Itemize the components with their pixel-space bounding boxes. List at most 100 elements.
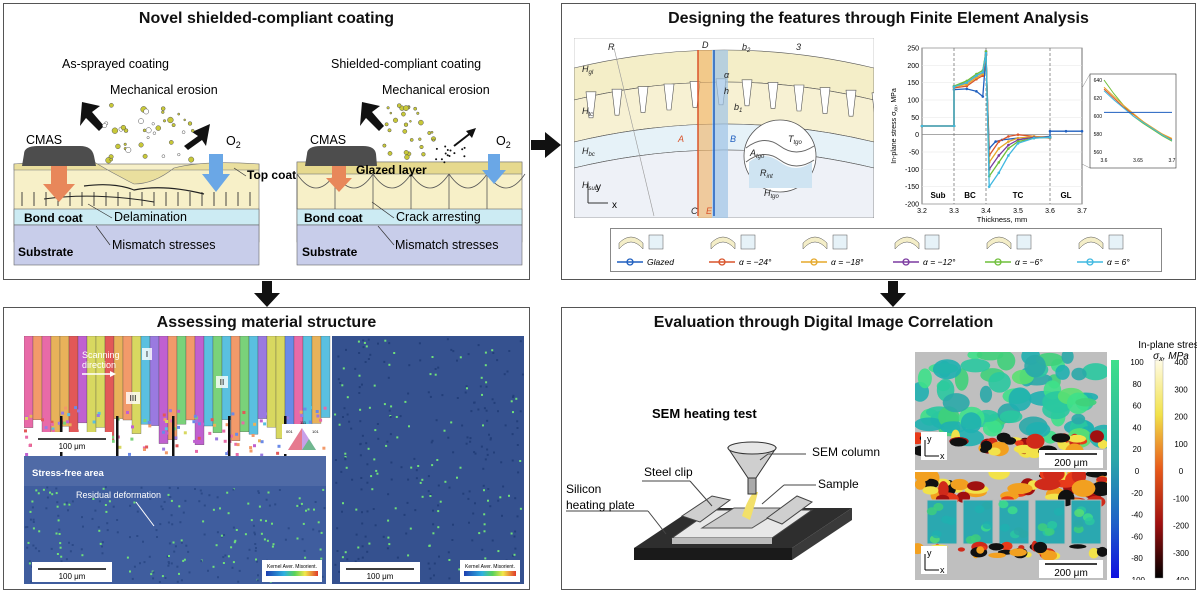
hot-cbar-tick: 400 bbox=[1174, 358, 1188, 367]
x-tick-label: 3.4 bbox=[981, 208, 991, 215]
svg-text:x: x bbox=[940, 451, 945, 461]
substrate-label-right: Substrate bbox=[302, 245, 358, 259]
svg-text:3: 3 bbox=[796, 42, 801, 52]
legend-geometry-icon bbox=[618, 236, 644, 250]
legend-label: α = −24° bbox=[739, 257, 772, 267]
inset-y-tick: 600 bbox=[1094, 114, 1103, 120]
data-point bbox=[920, 124, 924, 128]
legend-layer-icon bbox=[648, 234, 664, 250]
y-tick-label: -150 bbox=[905, 184, 919, 191]
scale-top: 100 μm bbox=[59, 442, 86, 451]
legend-marker bbox=[902, 258, 910, 266]
direction-label: direction bbox=[82, 360, 116, 370]
cbar-unit: σx, MPa bbox=[1153, 351, 1189, 363]
inset-x-tick: 3.7 bbox=[1169, 158, 1176, 164]
inset-y-tick: 640 bbox=[1094, 78, 1103, 84]
sem-setup: SEM heating test Steel clip SEM column S… bbox=[566, 406, 880, 560]
x-tick-label: 3.2 bbox=[917, 208, 927, 215]
svg-text:111: 111 bbox=[300, 420, 307, 425]
y-axis-label: In-plane stress σxx, MPa bbox=[891, 88, 900, 164]
x-axis-label: Thickness, mm bbox=[977, 215, 1027, 224]
svg-text:x: x bbox=[940, 565, 945, 575]
svg-text:B: B bbox=[730, 134, 736, 144]
svg-text:b2: b2 bbox=[742, 42, 751, 54]
svg-text:III: III bbox=[130, 394, 137, 403]
layer-label: Sub bbox=[930, 191, 945, 200]
arrow-down-icon-left bbox=[254, 281, 280, 307]
green-cbar-tick: 20 bbox=[1133, 445, 1142, 454]
data-point bbox=[1048, 129, 1052, 133]
y-tick-label: -100 bbox=[905, 167, 919, 174]
green-cbar-tick: -80 bbox=[1131, 554, 1143, 563]
hot-cbar-tick: -400 bbox=[1173, 576, 1190, 580]
svg-text:α: α bbox=[724, 70, 730, 80]
legend-layer-icon bbox=[1108, 234, 1124, 250]
inset-plot bbox=[1089, 73, 1177, 169]
arrow-right-icon bbox=[531, 132, 561, 158]
layer-label: BC bbox=[964, 191, 976, 200]
svg-text:Htc: Htc bbox=[582, 106, 593, 118]
hot-cbar-tick: -300 bbox=[1173, 549, 1190, 558]
svg-text:y: y bbox=[927, 548, 932, 558]
y-tick-label: 150 bbox=[907, 80, 919, 87]
kam-label-1: Kernel Aver. Misorient. bbox=[267, 564, 317, 570]
y-tick-label: -200 bbox=[905, 202, 919, 209]
cmas-label-left: CMAS bbox=[26, 133, 62, 147]
legend-layer-icon bbox=[740, 234, 756, 250]
svg-text:II: II bbox=[220, 378, 224, 387]
coating-title: Novel shielded-compliant coating bbox=[138, 10, 395, 27]
substrate-label-left: Substrate bbox=[18, 245, 74, 259]
data-point bbox=[1007, 154, 1010, 157]
mismatch-label-right: Mismatch stresses bbox=[395, 238, 499, 252]
crack-arresting-label: Crack arresting bbox=[396, 210, 481, 224]
data-point bbox=[952, 85, 956, 89]
data-point bbox=[997, 147, 1001, 150]
erosion-label-left: Mechanical erosion bbox=[110, 83, 218, 97]
legend-label: α = −18° bbox=[831, 257, 864, 267]
data-point bbox=[994, 140, 997, 143]
inset-x-tick: 3.6 bbox=[1101, 158, 1108, 164]
data-point bbox=[975, 90, 978, 93]
hot-cbar-tick: 300 bbox=[1174, 385, 1188, 394]
data-point bbox=[1064, 129, 1068, 133]
svg-text:Atgo: Atgo bbox=[749, 148, 765, 160]
delamination-label: Delamination bbox=[114, 210, 187, 224]
svg-text:E: E bbox=[706, 206, 713, 216]
heating-plate-label: heating plate bbox=[566, 498, 635, 512]
green-cbar-tick: -20 bbox=[1131, 489, 1143, 498]
data-point bbox=[1007, 143, 1010, 147]
green-cbar-tick: 100 bbox=[1130, 358, 1144, 367]
sample-label: Sample bbox=[818, 477, 859, 491]
legend-label: Glazed bbox=[647, 257, 674, 267]
svg-text:101: 101 bbox=[312, 429, 319, 434]
fea-panel: Designing the features through Finite El… bbox=[561, 3, 1196, 280]
green-cbar-tick: 80 bbox=[1133, 380, 1142, 389]
green-cbar-tick: -60 bbox=[1131, 532, 1143, 541]
data-point bbox=[987, 185, 991, 188]
y-tick-label: 100 bbox=[907, 98, 919, 105]
cmas-label-right: CMAS bbox=[310, 133, 346, 147]
inset-y-tick: 620 bbox=[1094, 96, 1103, 102]
data-point bbox=[1007, 147, 1010, 150]
layer-label: TC bbox=[1013, 191, 1024, 200]
legend-marker bbox=[626, 258, 634, 266]
y-tick-label: 50 bbox=[911, 115, 919, 122]
svg-text:Hbc: Hbc bbox=[582, 146, 595, 158]
data-point bbox=[1007, 140, 1010, 143]
shielded-label: Shielded-compliant coating bbox=[331, 57, 481, 71]
green-cbar-tick: -40 bbox=[1131, 511, 1143, 520]
green-cbar-tick: -100 bbox=[1129, 576, 1146, 580]
legend-label: α = −12° bbox=[923, 257, 956, 267]
stress-free-label: Stress-free area bbox=[32, 468, 105, 479]
legend-marker bbox=[810, 258, 818, 266]
top-coat-label: Top coat bbox=[247, 168, 296, 182]
ebsd-maps: 100 μm 100 μm 100 μm Kernel Aver. Misori… bbox=[24, 336, 524, 584]
data-point bbox=[997, 161, 1001, 164]
o2-label-left: O2 bbox=[226, 134, 241, 150]
svg-text:R: R bbox=[608, 42, 615, 52]
svg-text:Ttgo: Ttgo bbox=[788, 134, 803, 146]
steel-clip-label: Steel clip bbox=[644, 465, 693, 479]
